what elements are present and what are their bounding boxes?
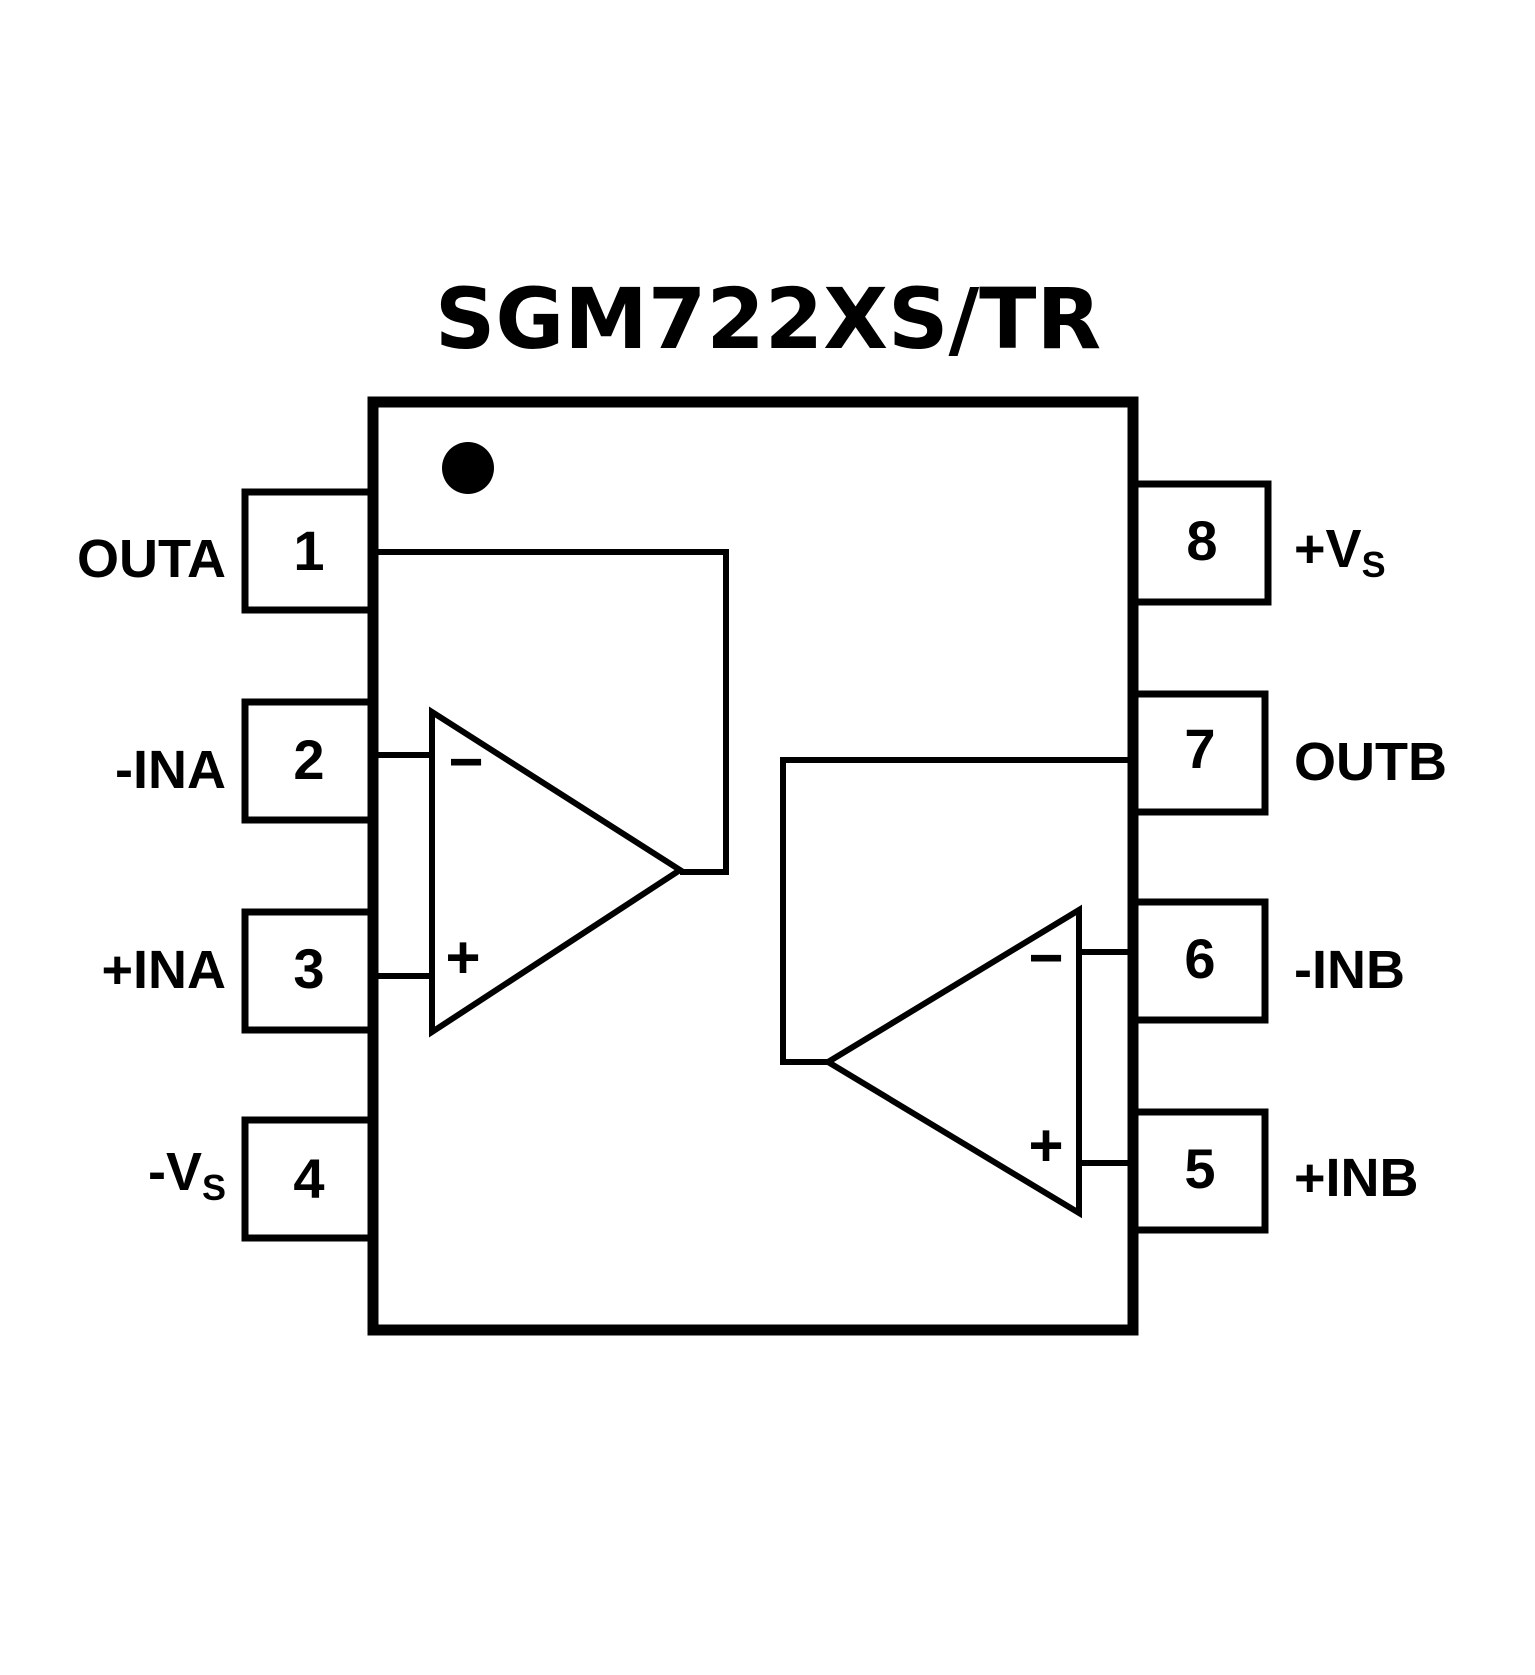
op-amp-b-feedback-wire (780, 757, 1128, 1065)
op-amp-a-feedback-wire (378, 549, 729, 875)
op-amp-b-triangle (822, 904, 1082, 1219)
op-amp-a-plus-sign: + (445, 924, 480, 991)
op-amp-a: − + (378, 549, 729, 1038)
pin-8: 8 +VS (1133, 480, 1386, 606)
pin1-marker-dot (442, 442, 494, 494)
op-amp-a-triangle (429, 706, 686, 1038)
pin-number: 7 (1184, 717, 1215, 780)
pin-number: 8 (1186, 509, 1217, 572)
pin-label: +INB (1294, 1148, 1419, 1208)
pin-label: -INA (115, 740, 226, 800)
pin-number: 4 (293, 1147, 324, 1210)
pin-6: 6 -INB (1133, 898, 1405, 1024)
pin-1: 1 OUTA (77, 488, 373, 614)
part-number-title: SGM722XS/TR (435, 270, 1101, 368)
pin-2: 2 -INA (115, 698, 373, 824)
pin-7: 7 OUTB (1133, 690, 1447, 816)
pin-number: 1 (293, 519, 324, 582)
op-amp-b-plus-sign: + (1028, 1112, 1063, 1179)
pin-label: +VS (1294, 519, 1386, 585)
op-amp-b-minus-sign: − (1028, 924, 1063, 991)
pin-label: OUTB (1294, 732, 1447, 792)
package-body (367, 396, 1139, 1336)
pin-label: -INB (1294, 940, 1405, 1000)
pin-4: 4 -VS (148, 1116, 373, 1242)
op-amp-b: − + (780, 757, 1128, 1219)
pin-label: -VS (148, 1142, 226, 1208)
op-amp-a-minus-sign: − (448, 728, 483, 795)
pin-number: 5 (1184, 1137, 1215, 1200)
pin-number: 3 (293, 937, 324, 1000)
pin-label: OUTA (77, 529, 226, 589)
pin-3: 3 +INA (101, 908, 373, 1034)
pin-number: 2 (293, 728, 324, 791)
pin-label: +INA (101, 940, 226, 1000)
pin-number: 6 (1184, 927, 1215, 990)
pin-5: 5 +INB (1133, 1108, 1419, 1234)
